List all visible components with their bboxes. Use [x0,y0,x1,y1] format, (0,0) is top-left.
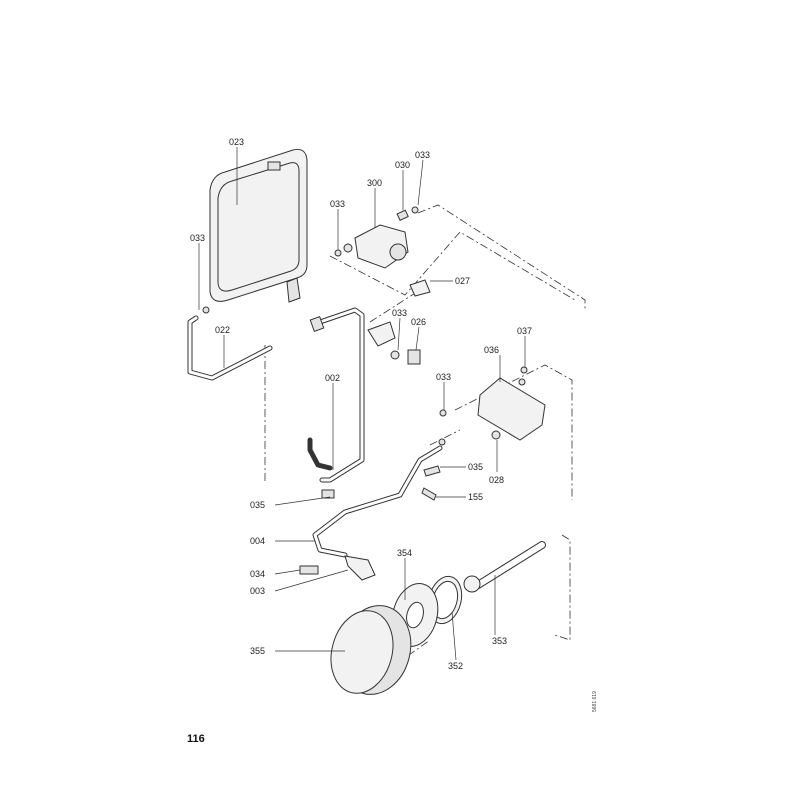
label-300: 300 [367,178,382,188]
label-030: 030 [395,160,410,170]
circulation-pump [334,206,419,269]
label-037: 037 [517,326,532,336]
label-354: 354 [397,548,412,558]
label-023: 023 [229,137,244,147]
part-labels: 023 033 022 300 030 033 033 027 033 026 … [190,137,532,671]
clip-034 [299,565,319,575]
pipe-002 [307,307,421,499]
label-026: 026 [411,317,426,327]
label-034: 034 [250,569,265,579]
sensor-035 [423,465,441,477]
heat-exchanger [439,366,546,441]
label-002: 002 [325,373,340,383]
label-035: 035 [468,462,483,472]
label-004: 004 [250,536,265,546]
elbow-003 [344,555,376,581]
label-033: 033 [190,233,205,243]
label-353: 353 [492,636,507,646]
page-number: 116 [187,733,205,745]
pipe-022 [187,306,273,381]
flange-assembly [330,575,463,695]
label-036: 036 [484,345,499,355]
label-155: 155 [468,492,483,502]
anode-353 [463,541,546,593]
leader-lines [198,147,526,661]
label-033: 033 [392,308,407,318]
vessel-bracket [286,277,301,303]
label-022: 022 [215,325,230,335]
drawing-code: 5681 619 [592,691,598,712]
fitting-026 [407,349,421,365]
pipe-004 [299,438,446,581]
label-028: 028 [489,475,504,485]
clip-035 [321,489,335,499]
vessel-label-plate [267,161,281,171]
label-033: 033 [330,199,345,209]
label-035: 035 [250,500,265,510]
label-352: 352 [448,661,463,671]
label-033: 033 [436,372,451,382]
fitting-027 [409,279,431,297]
label-355: 355 [250,646,265,656]
label-033: 033 [415,150,430,160]
label-027: 027 [455,276,470,286]
plug-028 [491,430,501,440]
label-003: 003 [250,586,265,596]
expansion-vessel [209,149,308,303]
sensor-155 [421,487,437,501]
